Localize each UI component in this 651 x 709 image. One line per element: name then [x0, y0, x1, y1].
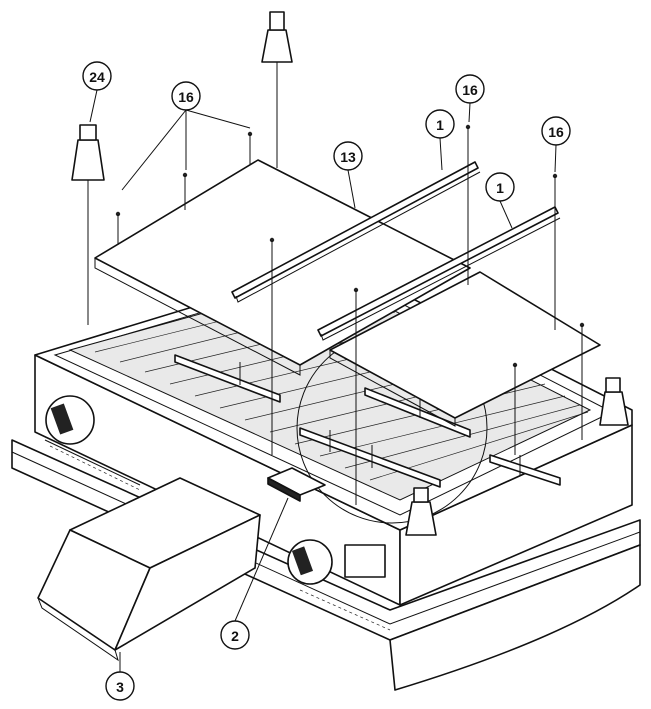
callout-24: 24 — [82, 61, 112, 91]
callout-1-left: 1 — [425, 109, 455, 139]
callout-2: 2 — [220, 620, 250, 650]
foot-24-right — [599, 377, 629, 426]
callout-1-right: 1 — [485, 172, 515, 202]
control-knob-left — [44, 395, 141, 491]
svg-text:1: 1 — [436, 117, 444, 133]
svg-text:2: 2 — [231, 628, 239, 644]
foot-24-front — [405, 487, 437, 536]
foot-24-left — [71, 124, 105, 325]
callout-16-middle: 16 — [455, 74, 485, 104]
rail-1-right — [317, 206, 561, 341]
cover-part-3 — [37, 477, 261, 662]
svg-text:24: 24 — [89, 69, 105, 85]
screws-16 — [115, 124, 585, 505]
grid-brackets — [174, 354, 561, 488]
control-knob-right — [287, 539, 391, 631]
leader-lines — [89, 89, 557, 672]
callout-16-left: 16 — [171, 81, 201, 111]
svg-text:13: 13 — [340, 149, 356, 165]
lid-panel-left — [94, 159, 471, 376]
lid-panel-right — [329, 271, 601, 427]
foot-24-top — [261, 11, 293, 168]
svg-text:16: 16 — [548, 124, 564, 140]
svg-text:16: 16 — [462, 82, 478, 98]
callout-16-right: 16 — [541, 116, 571, 146]
rail-1-left — [231, 161, 481, 303]
callout-3: 3 — [105, 671, 135, 701]
callout-13: 13 — [333, 141, 363, 171]
svg-text:1: 1 — [496, 180, 504, 196]
svg-text:3: 3 — [116, 679, 124, 695]
block-part-2 — [267, 467, 326, 502]
svg-text:16: 16 — [178, 89, 194, 105]
